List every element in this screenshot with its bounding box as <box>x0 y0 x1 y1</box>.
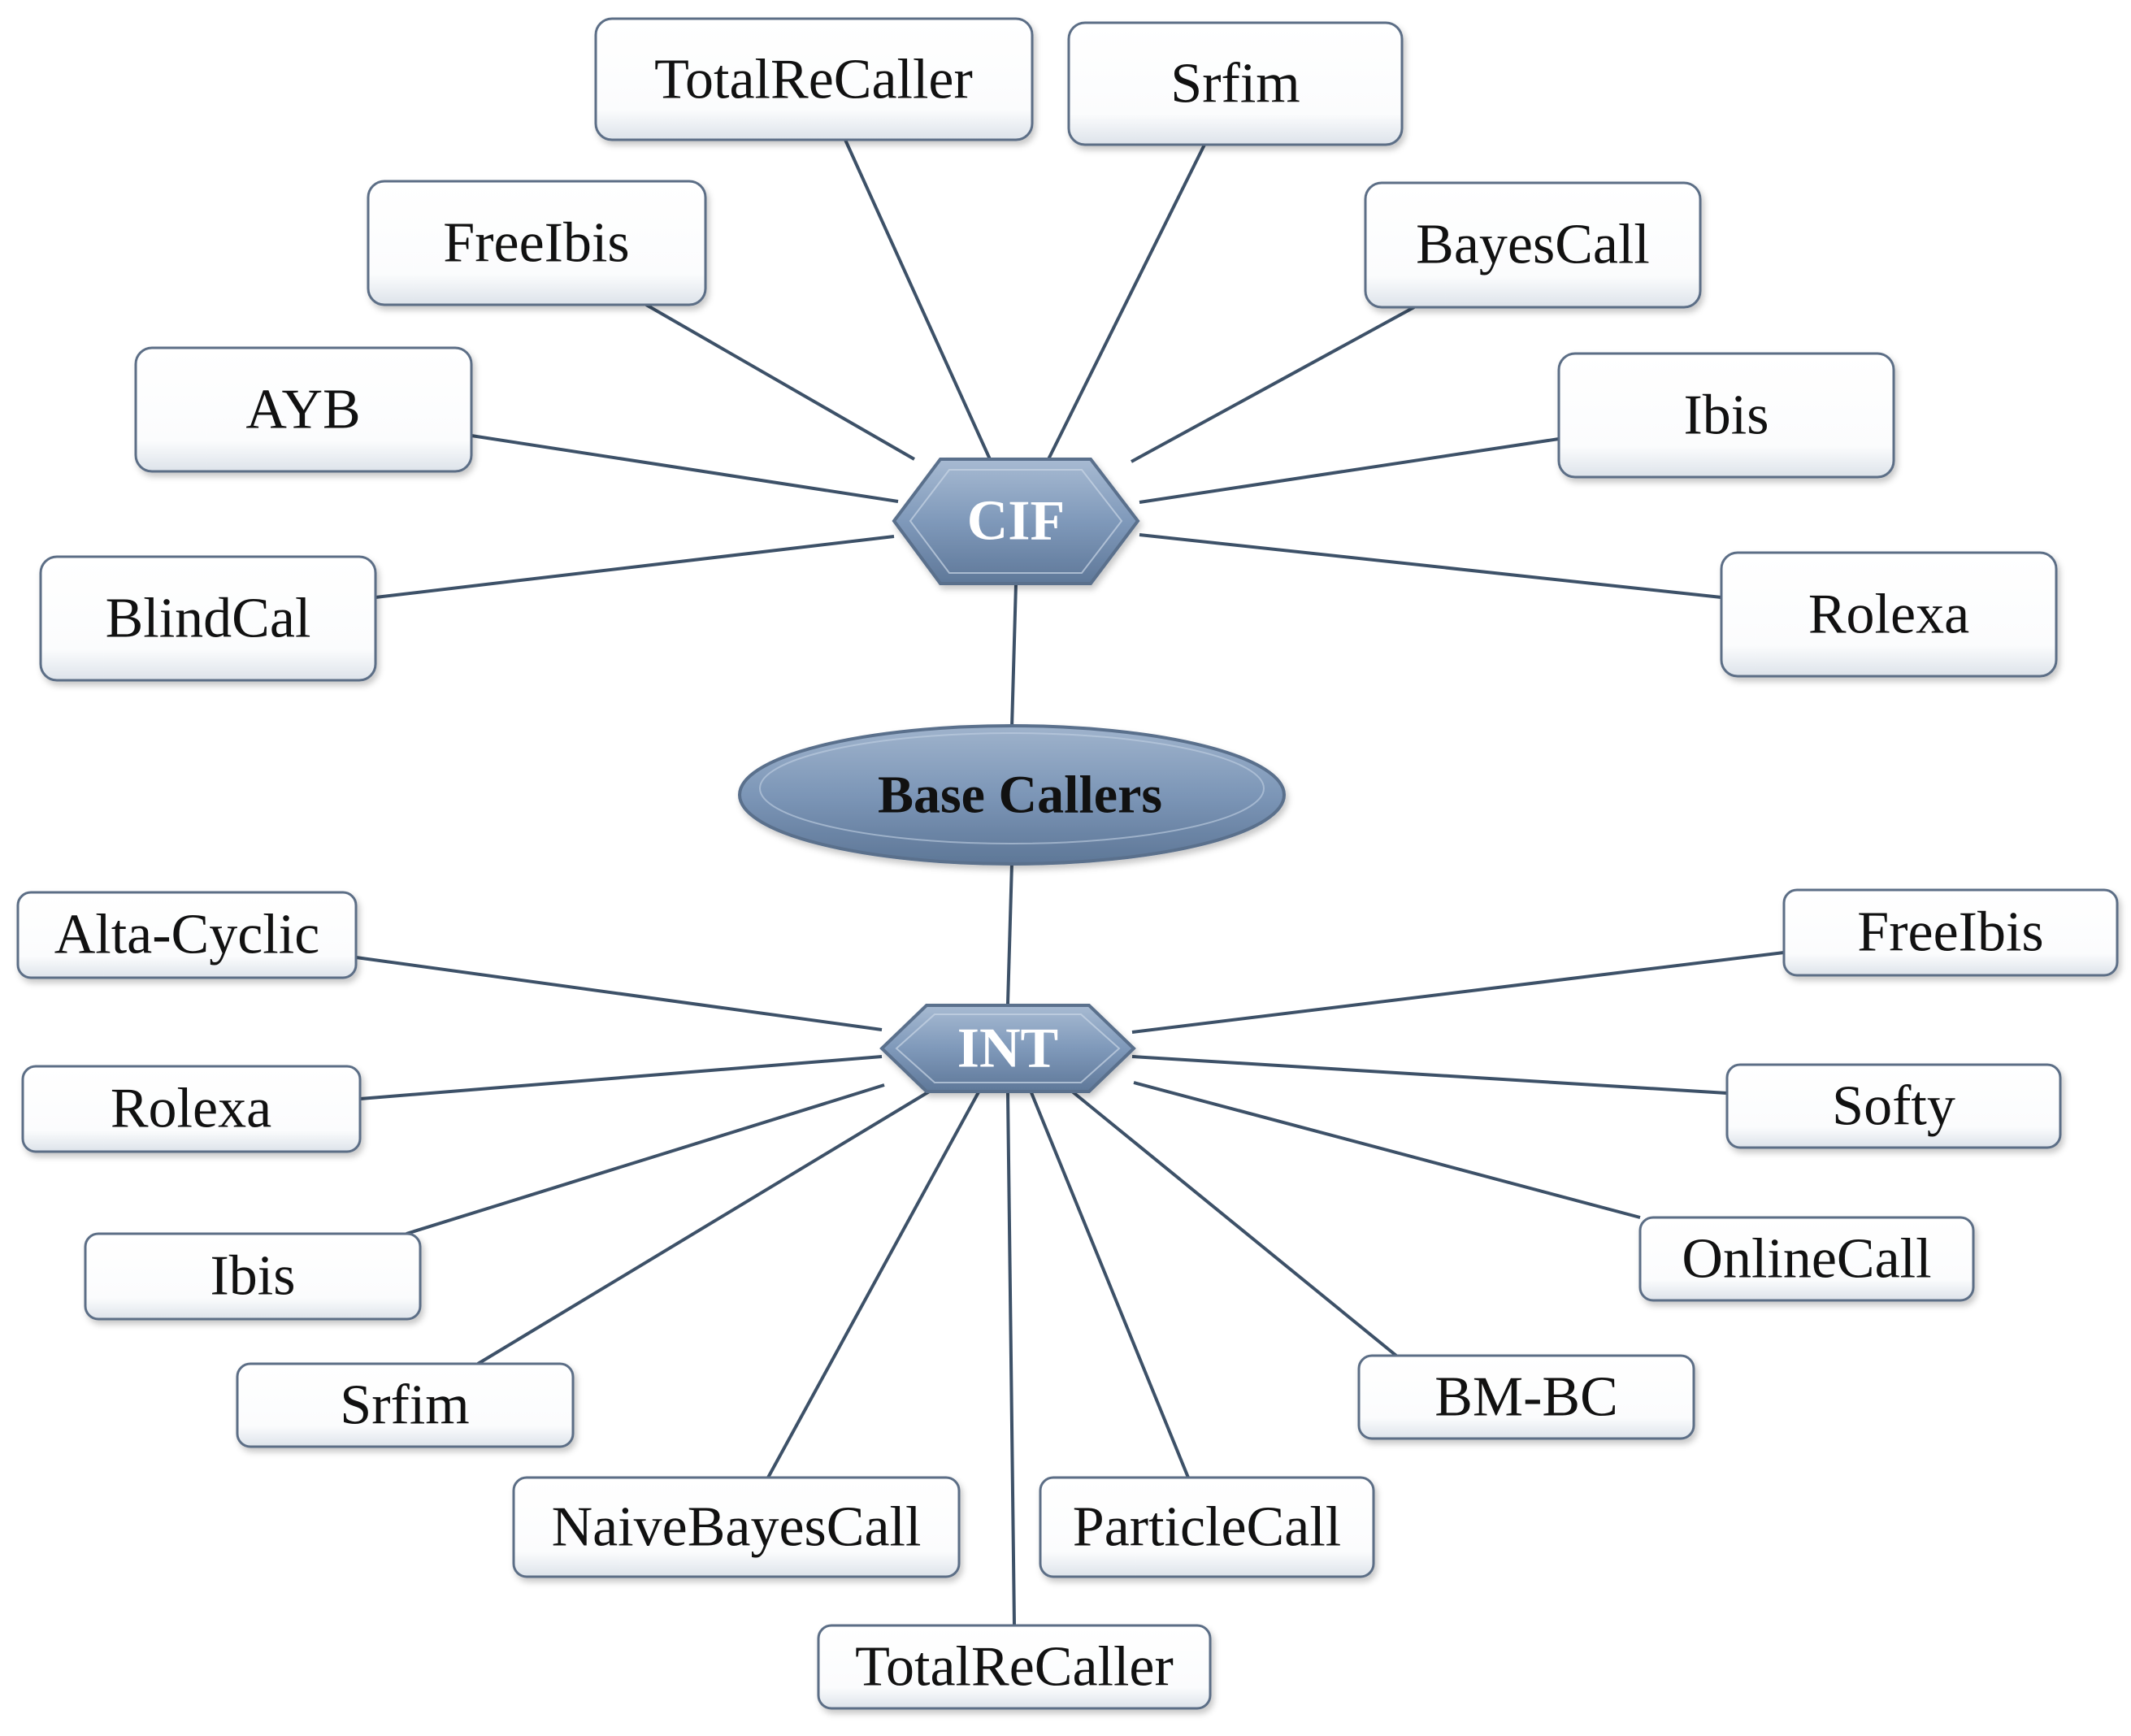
leaf-label: Softy <box>1832 1075 1955 1138</box>
root-node: Base Callers <box>738 724 1286 866</box>
int-leaf-particlecall: ParticleCall <box>1039 1476 1375 1578</box>
int-leaf-bm-bc: BM-BC <box>1357 1354 1695 1440</box>
edge-int-bm-bc <box>1070 1089 1398 1357</box>
cif-hub-label: CIF <box>967 490 1066 553</box>
int-leaf-onlinecall: OnlineCall <box>1638 1216 1975 1302</box>
edge-int-freeibis <box>1131 951 1785 1034</box>
leaf-label: TotalReCaller <box>654 49 973 111</box>
cif-leaf-rolexa: Rolexa <box>1720 551 2058 678</box>
edge-cif-blindcal <box>375 535 895 599</box>
leaf-label: Ibis <box>210 1245 296 1308</box>
edge-int-particlecall <box>1029 1090 1190 1478</box>
leaf-label: BM-BC <box>1434 1366 1618 1429</box>
int-leaf-softy: Softy <box>1725 1063 2062 1149</box>
edge-int-softy <box>1131 1055 1728 1095</box>
edge-int-totalrecaller <box>1006 1092 1016 1626</box>
edge-int-srfim <box>476 1089 932 1365</box>
leaf-label: Srfim <box>340 1374 469 1437</box>
edge-root-int <box>1006 862 1013 1005</box>
edge-cif-root <box>1010 583 1018 728</box>
int-leaf-ibis: Ibis <box>84 1232 422 1321</box>
leaf-label: TotalReCaller <box>855 1636 1174 1699</box>
edge-cif-ayb <box>471 434 899 503</box>
leaf-label: AYB <box>245 379 360 441</box>
leaf-label: Alta-Cyclic <box>54 904 320 966</box>
edge-cif-rolexa <box>1139 533 1722 599</box>
cif-leaves: TotalReCaller Srfim FreeIbis BayesCall A… <box>39 17 2058 682</box>
edge-int-naivebayescall <box>766 1090 981 1478</box>
int-leaf-naivebayescall: NaiveBayesCall <box>512 1476 961 1578</box>
root-label: Base Callers <box>878 766 1162 825</box>
int-hub: INT <box>879 1004 1136 1093</box>
cif-leaf-srfim: Srfim <box>1067 21 1404 146</box>
cif-leaf-bayescall: BayesCall <box>1364 181 1702 309</box>
leaf-label: ParticleCall <box>1073 1496 1341 1559</box>
leaf-label: NaiveBayesCall <box>552 1496 922 1559</box>
int-leaves: Alta-Cyclic FreeIbis Rolexa Softy Ibis O… <box>16 888 2119 1710</box>
cif-leaf-ibis: Ibis <box>1557 352 1895 479</box>
edges <box>355 139 1785 1626</box>
int-leaf-srfim: Srfim <box>236 1362 575 1448</box>
cif-leaf-ayb: AYB <box>134 346 473 473</box>
leaf-label: Ibis <box>1684 384 1769 447</box>
int-hub-label: INT <box>957 1018 1058 1080</box>
edge-int-onlinecall <box>1133 1081 1641 1219</box>
leaf-label: Rolexa <box>1808 584 1969 646</box>
leaf-label: FreeIbis <box>1857 901 2043 964</box>
edge-cif-totalrecaller <box>844 139 992 460</box>
leaf-label: OnlineCall <box>1682 1228 1931 1291</box>
int-leaf-totalrecaller: TotalReCaller <box>817 1624 1212 1710</box>
leaf-label: Srfim <box>1170 53 1300 115</box>
edge-cif-freeibis <box>645 303 915 461</box>
cif-leaf-freeibis: FreeIbis <box>367 180 707 306</box>
leaf-label: BayesCall <box>1416 214 1650 276</box>
cif-leaf-totalrecaller: TotalReCaller <box>594 17 1034 141</box>
cif-leaf-blindcal: BlindCal <box>39 555 377 682</box>
int-leaf-rolexa: Rolexa <box>21 1065 362 1153</box>
int-leaf-freeibis: FreeIbis <box>1782 888 2119 977</box>
edge-int-ibis <box>406 1083 885 1235</box>
int-leaf-alta-cyclic: Alta-Cyclic <box>16 891 358 979</box>
edge-cif-bayescall <box>1131 306 1415 463</box>
leaf-label: FreeIbis <box>443 212 629 275</box>
edge-cif-srfim <box>1047 144 1206 460</box>
leaf-label: Rolexa <box>111 1078 271 1140</box>
edge-cif-ibis <box>1139 437 1560 504</box>
edge-int-alta-cyclic <box>355 956 883 1031</box>
leaf-label: BlindCal <box>106 588 311 650</box>
cif-hub: CIF <box>892 458 1140 585</box>
edge-int-rolexa <box>359 1055 883 1100</box>
